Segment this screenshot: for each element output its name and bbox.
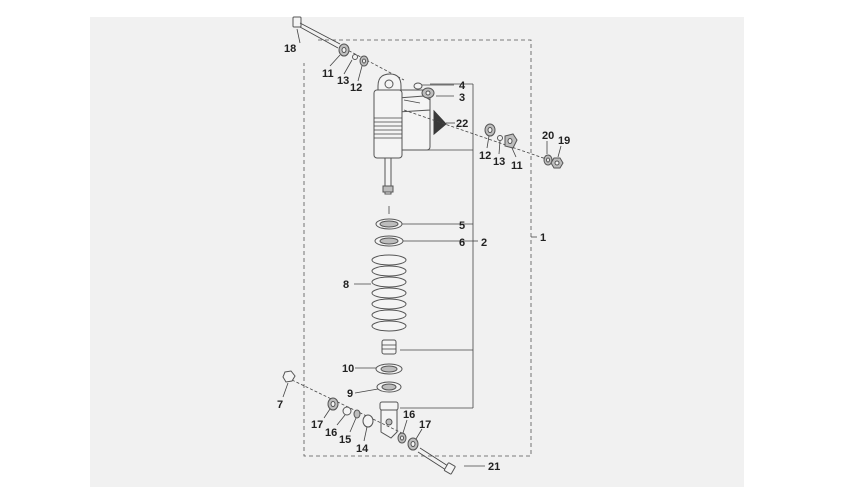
bolt-21 — [417, 447, 456, 475]
label-6: 6 — [459, 237, 465, 249]
label-21: 21 — [488, 461, 500, 473]
part-4-oring — [413, 82, 423, 90]
part-3-adjuster — [421, 87, 435, 99]
right-seal-12 — [484, 123, 496, 137]
label-13-right: 13 — [493, 156, 505, 168]
label-17-left: 17 — [311, 419, 323, 431]
seal-16-right — [397, 432, 407, 444]
label-12-right: 12 — [479, 150, 491, 162]
shock-absorber-body — [373, 73, 431, 195]
label-5: 5 — [459, 220, 465, 232]
spring-seat-9 — [376, 381, 402, 393]
bolt-18 — [292, 16, 405, 81]
top-washer-13 — [352, 54, 358, 60]
washer-20 — [543, 154, 553, 166]
lower-clevis — [379, 401, 399, 439]
group-bracket-2 — [400, 83, 478, 409]
label-11-right: 11 — [511, 160, 523, 172]
right-bushing-11 — [504, 133, 518, 149]
label-3: 3 — [459, 92, 465, 104]
nut-19 — [550, 157, 564, 169]
label-18: 18 — [284, 43, 296, 55]
label-13-top: 13 — [337, 75, 349, 87]
label-10: 10 — [342, 363, 354, 375]
label-14: 14 — [356, 443, 369, 455]
label-16-left: 16 — [325, 427, 337, 439]
lock-ring-5 — [375, 218, 403, 230]
label-19: 19 — [558, 135, 570, 147]
warning-label-22 — [433, 109, 447, 136]
nut-7 — [282, 370, 296, 383]
label-15: 15 — [339, 434, 351, 446]
label-7: 7 — [277, 399, 283, 411]
spring-seat-10 — [375, 363, 403, 375]
lock-ring-6 — [374, 235, 404, 247]
bump-stop — [381, 339, 397, 355]
top-bushing-11 — [338, 43, 350, 57]
bearing-14 — [362, 414, 374, 428]
adjuster-rod — [403, 99, 421, 104]
leader-lines — [282, 28, 562, 467]
top-seal-12 — [359, 55, 369, 67]
label-22: 22 — [456, 118, 468, 130]
upper-axis-line — [403, 109, 556, 163]
label-20: 20 — [542, 130, 554, 142]
label-11-top: 11 — [322, 68, 334, 80]
seal-16-left — [342, 406, 352, 416]
label-9: 9 — [347, 388, 353, 400]
assembly-boundary — [303, 39, 532, 457]
right-washer-13 — [497, 135, 503, 141]
label-1: 1 — [540, 232, 546, 244]
label-12-top: 12 — [350, 82, 362, 94]
washer-17-right — [407, 437, 419, 451]
collar-15 — [353, 409, 361, 419]
coil-spring-8 — [371, 254, 407, 332]
label-4: 4 — [459, 80, 466, 92]
label-17-right: 17 — [419, 419, 431, 431]
label-16-right: 16 — [403, 409, 415, 421]
washer-17-left — [327, 397, 339, 411]
label-2: 2 — [481, 237, 487, 249]
label-8: 8 — [343, 279, 349, 291]
